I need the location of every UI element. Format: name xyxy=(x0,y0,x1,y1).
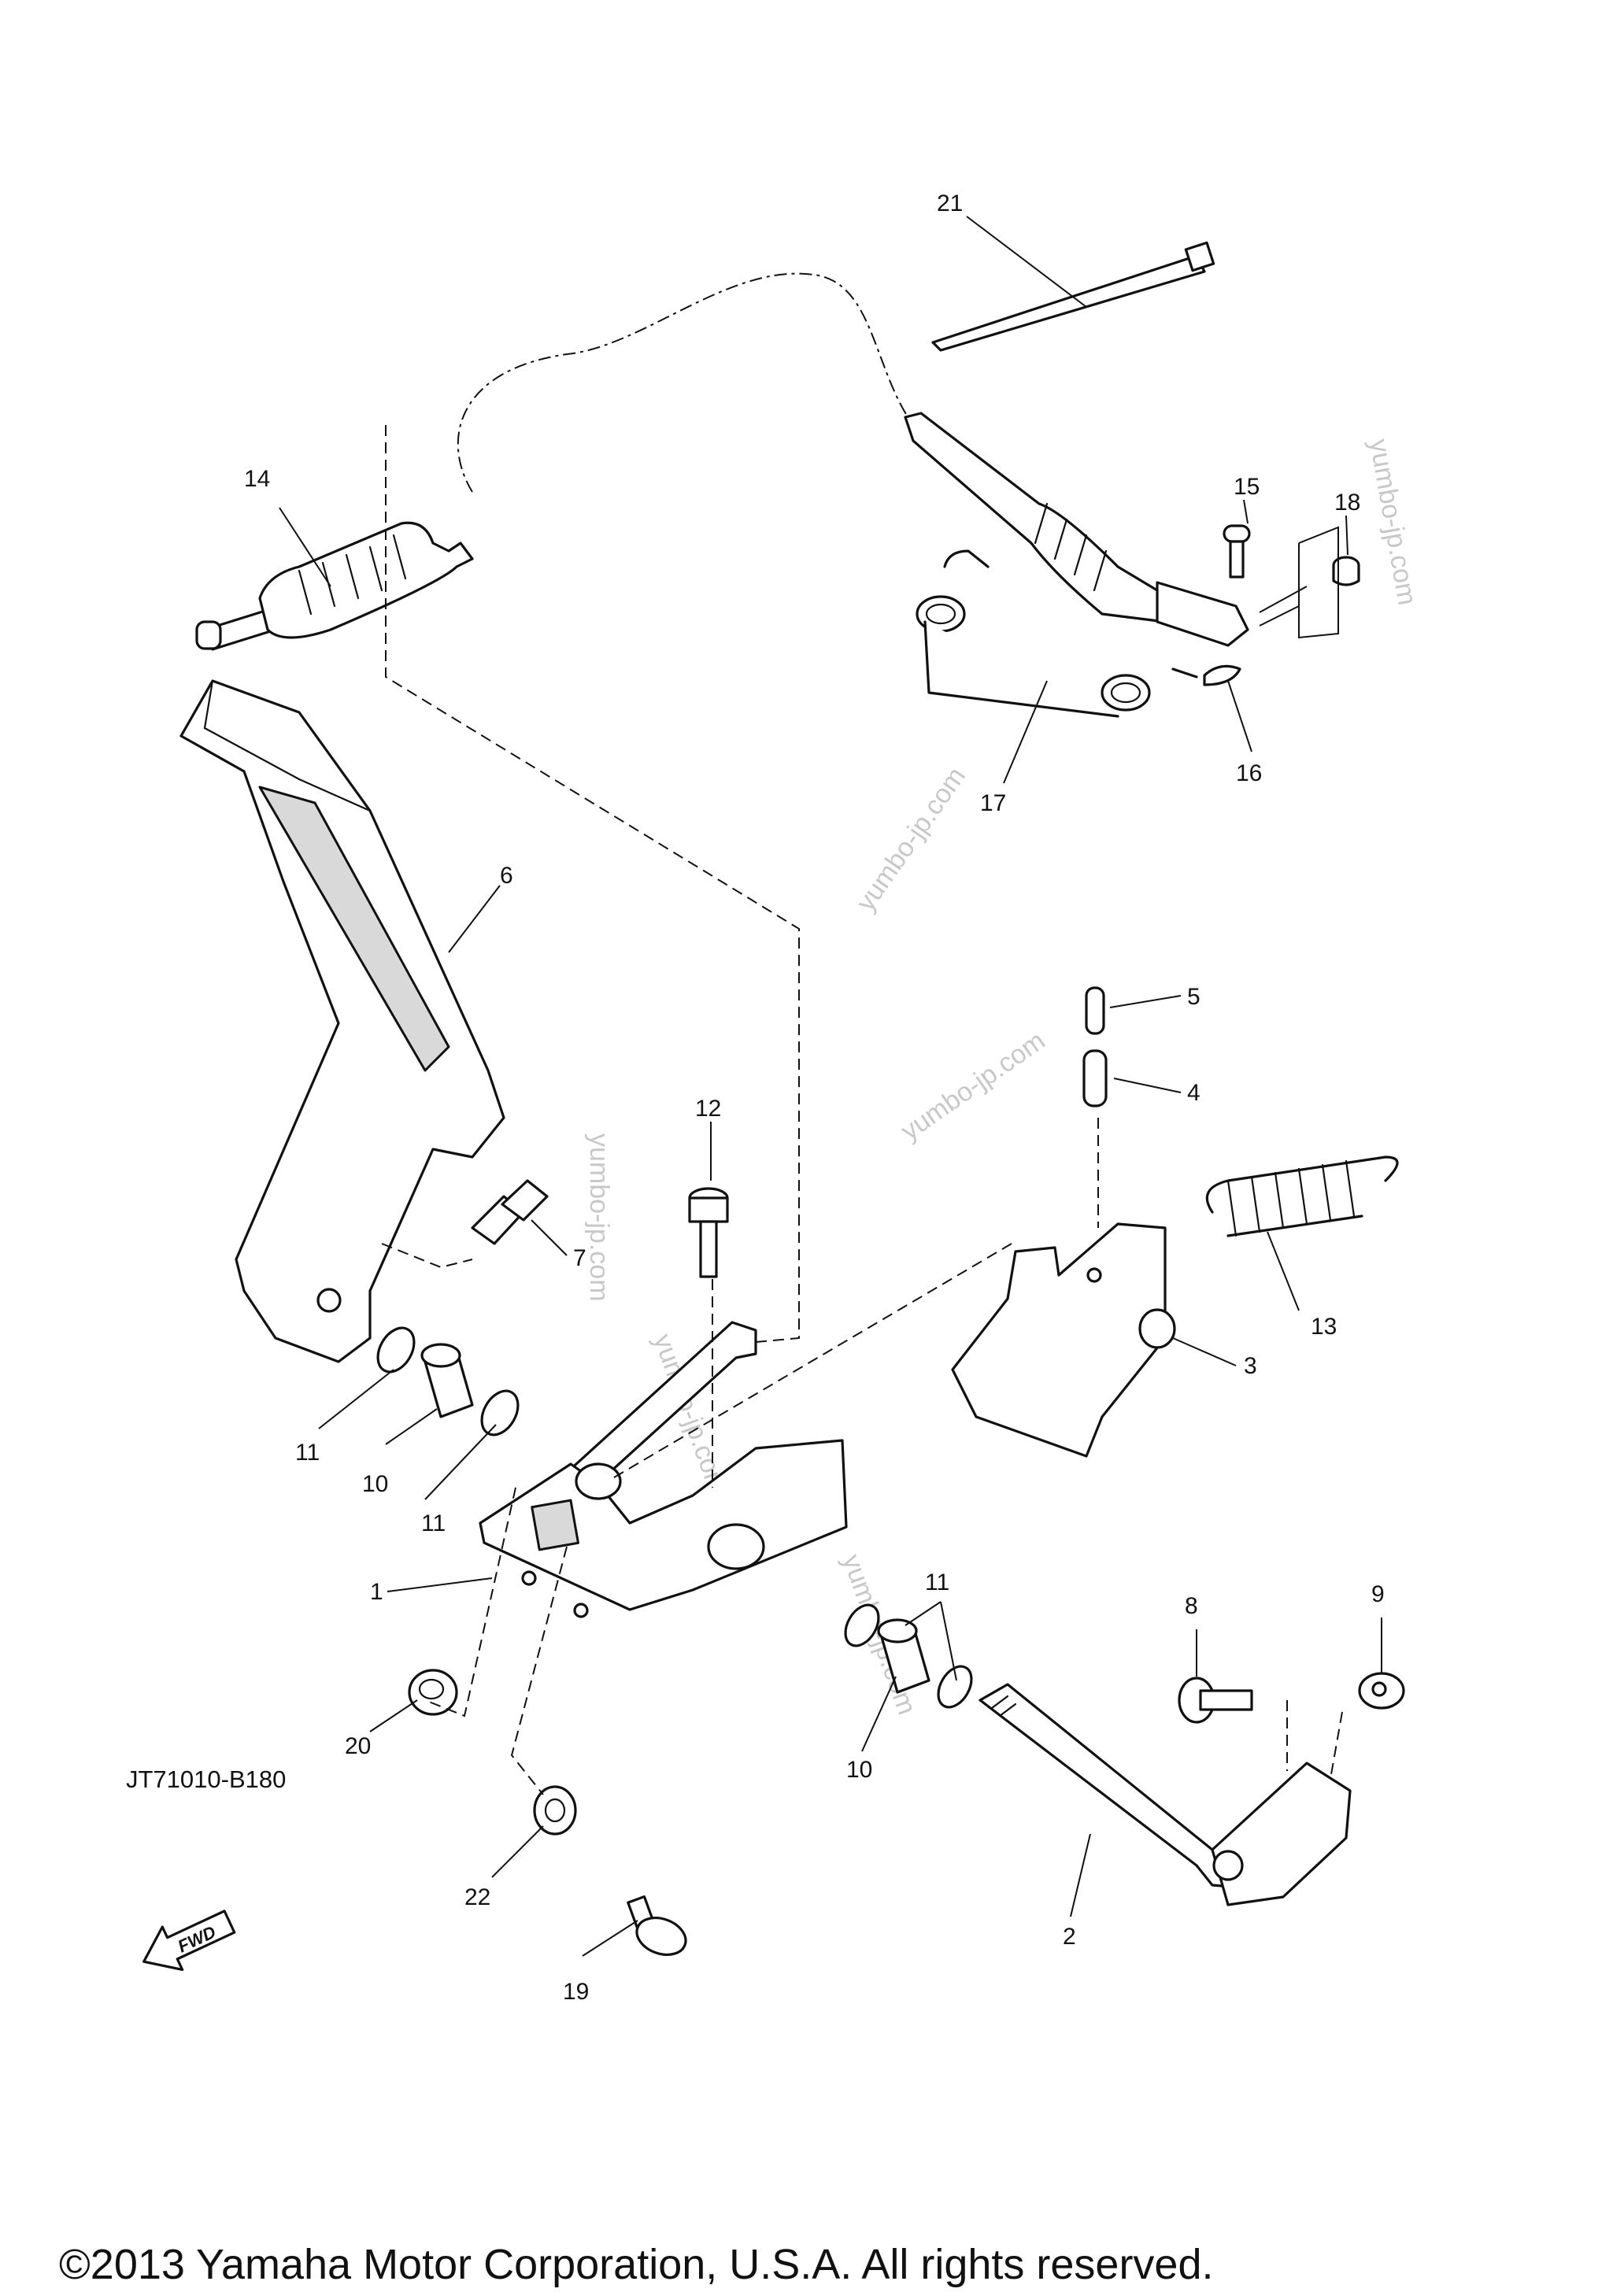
part-11-oring-right-a xyxy=(844,1603,880,1647)
part-3-arm xyxy=(951,1222,1176,1458)
part-6-pedal xyxy=(179,679,505,1363)
callout-1: 1 xyxy=(370,1579,383,1605)
part-11-oring-left-b xyxy=(480,1389,520,1436)
callout-18: 18 xyxy=(1334,490,1360,516)
callout-10-b: 10 xyxy=(846,1757,872,1783)
part-21-cable-tie xyxy=(931,241,1215,352)
callout-22: 22 xyxy=(464,1884,490,1910)
part-18-collar xyxy=(1259,526,1360,639)
part-2-shaft xyxy=(979,1683,1352,1906)
callout-11-a: 11 xyxy=(295,1440,320,1466)
part-22-collar xyxy=(533,1785,577,1836)
leader-lines xyxy=(279,216,1382,1957)
callout-17: 17 xyxy=(980,790,1006,816)
part-10-bushing-left xyxy=(420,1343,474,1418)
callout-11-b: 11 xyxy=(421,1510,446,1536)
part-7-bolt xyxy=(471,1179,549,1245)
part-12-bolt xyxy=(688,1187,729,1278)
part-13-spring xyxy=(1205,1155,1399,1237)
part-9-nut xyxy=(1358,1672,1405,1710)
watermark: yumbo-jp.com xyxy=(1363,437,1422,608)
callout-4: 4 xyxy=(1187,1080,1201,1106)
watermark: yumbo-jp.com xyxy=(896,1026,1051,1147)
part-cable-upper-end xyxy=(904,412,1249,647)
part-15-pin xyxy=(1223,524,1251,579)
part-20-nut xyxy=(408,1669,458,1716)
callout-3: 3 xyxy=(1244,1353,1257,1379)
fwd-arrow: FWD xyxy=(142,1910,236,1972)
callout-16: 16 xyxy=(1236,760,1262,786)
part-10-bushing-right xyxy=(877,1618,930,1694)
callout-21: 21 xyxy=(937,190,963,216)
part-8-bolt xyxy=(1178,1677,1253,1724)
callout-10-a: 10 xyxy=(362,1471,388,1497)
callout-6: 6 xyxy=(500,863,513,889)
callout-15: 15 xyxy=(1234,474,1260,500)
part-16-clip xyxy=(1203,664,1241,686)
callout-11-c: 11 xyxy=(925,1569,949,1595)
copyright-notice: ©2013 Yamaha Motor Corporation, U.S.A. A… xyxy=(59,2241,1214,2288)
part-5-pin xyxy=(1085,986,1105,1035)
reference-lines xyxy=(381,425,1343,1795)
callout-9: 9 xyxy=(1371,1581,1385,1607)
drawing-code: JT71010-B180 xyxy=(126,1765,287,1793)
callout-14: 14 xyxy=(244,466,270,492)
watermark: yumbo-jp.com xyxy=(584,1133,614,1302)
callout-8: 8 xyxy=(1185,1593,1198,1619)
cable-route xyxy=(457,272,914,493)
callout-13: 13 xyxy=(1311,1314,1337,1340)
part-11-oring-right-b xyxy=(937,1665,973,1709)
callouts: 21 14 15 18 16 17 6 5 12 4 7 13 3 11 10 … xyxy=(244,190,1385,2005)
callout-2: 2 xyxy=(1063,1924,1076,1950)
part-14-cable xyxy=(195,521,474,651)
callout-19: 19 xyxy=(563,1979,589,2005)
part-1-bracket xyxy=(479,1321,848,1618)
callout-5: 5 xyxy=(1187,984,1201,1010)
callout-20: 20 xyxy=(345,1733,371,1759)
watermark: yumbo-jp.com xyxy=(850,762,971,917)
callout-12: 12 xyxy=(695,1096,721,1122)
part-4-pin xyxy=(1082,1049,1108,1107)
part-19-bolt xyxy=(627,1895,687,1956)
callout-7: 7 xyxy=(573,1245,586,1271)
part-17-spring-bracket xyxy=(916,549,1198,718)
part-11-oring-left-a xyxy=(376,1326,416,1374)
